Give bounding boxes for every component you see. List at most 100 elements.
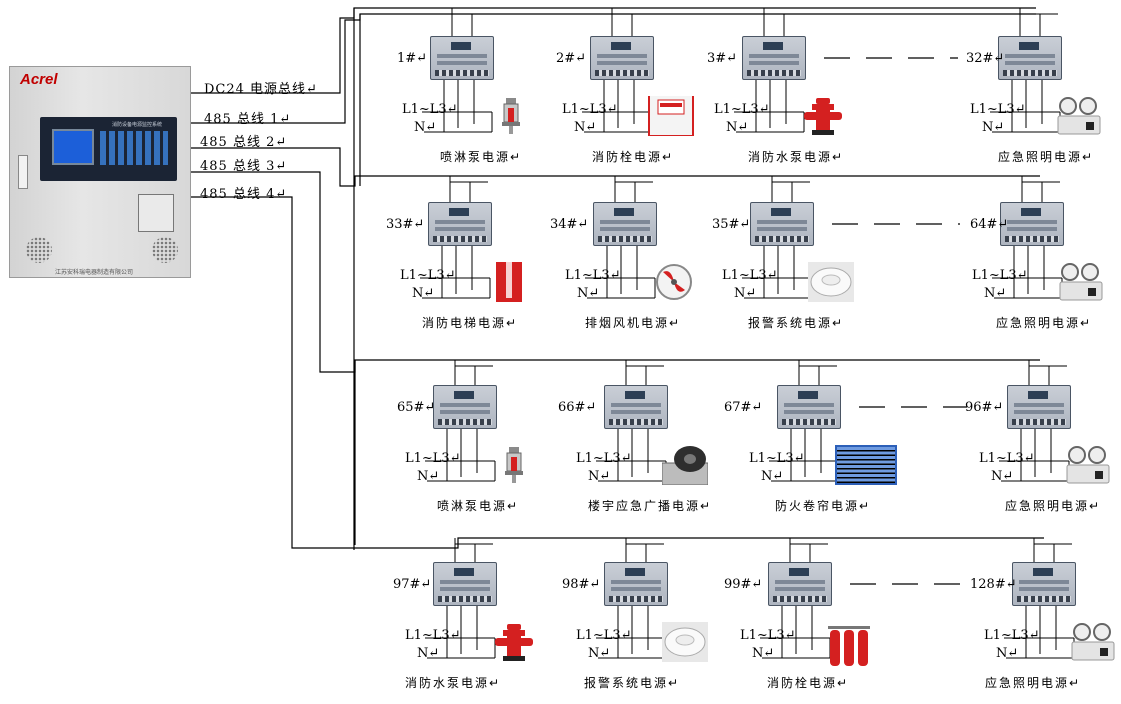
module-id: 34#↵ (550, 217, 589, 232)
smoke-detector-icon (808, 262, 854, 302)
fire-hydrant-icon (491, 622, 537, 662)
exhaust-fan-icon (651, 262, 697, 302)
module-id: 2#↵ (556, 51, 587, 66)
fire-hydrant-icon (800, 96, 846, 136)
module-caption: 应急照明电源↵ (1005, 499, 1102, 513)
power-monitor-module (433, 562, 497, 606)
module-caption: 消防电梯电源↵ (422, 316, 519, 330)
neutral-label: N↵ (588, 469, 611, 484)
module-id: 128#↵ (970, 577, 1017, 592)
power-monitor-module (742, 36, 806, 80)
brand-logo: Acrel (20, 71, 58, 88)
emergency-light-icon (1058, 262, 1104, 302)
control-cabinet: Acrel 消防设备电源监控系统 江苏安科瑞电器制造有限公司 (9, 66, 191, 278)
emergency-light-icon (1065, 445, 1111, 485)
power-monitor-module (593, 202, 657, 246)
module-id: 1#↵ (397, 51, 428, 66)
module-id: 33#↵ (386, 217, 425, 232)
bus-label-485-4: 485 总线 4↵ (200, 187, 288, 202)
module-id: 64#↵ (970, 217, 1009, 232)
phase-label: L1~L3↵ (562, 102, 618, 117)
neutral-label: N↵ (417, 469, 440, 484)
keypad (100, 131, 168, 165)
power-monitor-module (433, 385, 497, 429)
bus-label-dc24: DC24 电源总线↵ (204, 82, 318, 97)
speaker-icon (661, 445, 709, 486)
phase-label: L1~L3↵ (400, 268, 456, 283)
power-monitor-module (428, 202, 492, 246)
module-caption: 消防水泵电源↵ (405, 676, 502, 690)
power-monitor-module (1012, 562, 1076, 606)
module-id: 98#↵ (562, 577, 601, 592)
neutral-label: N↵ (726, 120, 749, 135)
neutral-label: N↵ (982, 120, 1005, 135)
module-id: 3#↵ (707, 51, 738, 66)
module-caption: 防火卷帘电源↵ (775, 499, 872, 513)
neutral-label: N↵ (412, 286, 435, 301)
module-caption: 消防栓电源↵ (592, 150, 675, 164)
phase-label: L1~L3↵ (714, 102, 770, 117)
module-caption: 排烟风机电源↵ (585, 316, 682, 330)
power-monitor-module (777, 385, 841, 429)
neutral-label: N↵ (577, 286, 600, 301)
sprinkler-icon (488, 96, 534, 136)
power-monitor-module (998, 36, 1062, 80)
cabinet-handle (18, 155, 28, 189)
speaker-grille-icon (26, 237, 52, 263)
power-monitor-module (750, 202, 814, 246)
bus-wire (191, 196, 1044, 549)
module-id: 97#↵ (393, 577, 432, 592)
module-id: 66#↵ (558, 400, 597, 415)
gas-cylinders-icon (826, 622, 872, 666)
speaker-grille-icon (152, 237, 178, 263)
module-id: 35#↵ (712, 217, 751, 232)
phase-label: L1~L3↵ (576, 628, 632, 643)
module-caption: 喷淋泵电源↵ (437, 499, 520, 513)
module-id: 65#↵ (397, 400, 436, 415)
module-caption: 应急照明电源↵ (996, 316, 1093, 330)
company-name: 江苏安科瑞电器制造有限公司 (55, 269, 134, 276)
module-id: 99#↵ (724, 577, 763, 592)
module-id: 67#↵ (724, 400, 763, 415)
module-caption: 应急照明电源↵ (985, 676, 1082, 690)
power-monitor-module (768, 562, 832, 606)
phase-label: L1~L3↵ (972, 268, 1028, 283)
module-caption: 消防水泵电源↵ (748, 150, 845, 164)
neutral-label: N↵ (734, 286, 757, 301)
roller-shutter-icon (835, 445, 897, 485)
neutral-label: N↵ (984, 286, 1007, 301)
panel-title: 消防设备电源监控系统 (112, 122, 163, 128)
emergency-light-icon (1070, 622, 1116, 662)
module-caption: 报警系统电源↵ (584, 676, 681, 690)
power-monitor-module (1000, 202, 1064, 246)
emergency-light-icon (1056, 96, 1102, 136)
neutral-label: N↵ (752, 646, 775, 661)
neutral-label: N↵ (574, 120, 597, 135)
bus-label-485-1: 485 总线 1↵ (204, 112, 292, 127)
neutral-label: N↵ (761, 469, 784, 484)
phase-label: L1~L3↵ (979, 451, 1035, 466)
printer-icon (138, 194, 174, 232)
phase-label: L1~L3↵ (722, 268, 778, 283)
control-panel: 消防设备电源监控系统 (40, 117, 177, 181)
module-caption: 楼宇应急广播电源↵ (588, 499, 713, 513)
neutral-label: N↵ (414, 120, 437, 135)
phase-label: L1~L3↵ (405, 628, 461, 643)
neutral-label: N↵ (588, 646, 611, 661)
module-caption: 应急照明电源↵ (998, 150, 1095, 164)
power-monitor-module (430, 36, 494, 80)
bus-wire (191, 147, 1040, 187)
phase-label: L1~L3↵ (402, 102, 458, 117)
phase-label: L1~L3↵ (970, 102, 1026, 117)
phase-label: L1~L3↵ (565, 268, 621, 283)
phase-label: L1~L3↵ (405, 451, 461, 466)
power-monitor-module (604, 385, 668, 429)
bus-wire (191, 171, 1040, 373)
neutral-label: N↵ (417, 646, 440, 661)
smoke-detector-icon (662, 622, 708, 662)
neutral-label: N↵ (991, 469, 1014, 484)
module-id: 96#↵ (965, 400, 1004, 415)
phase-label: L1~L3↵ (749, 451, 805, 466)
module-caption: 报警系统电源↵ (748, 316, 845, 330)
phase-label: L1~L3↵ (576, 451, 632, 466)
